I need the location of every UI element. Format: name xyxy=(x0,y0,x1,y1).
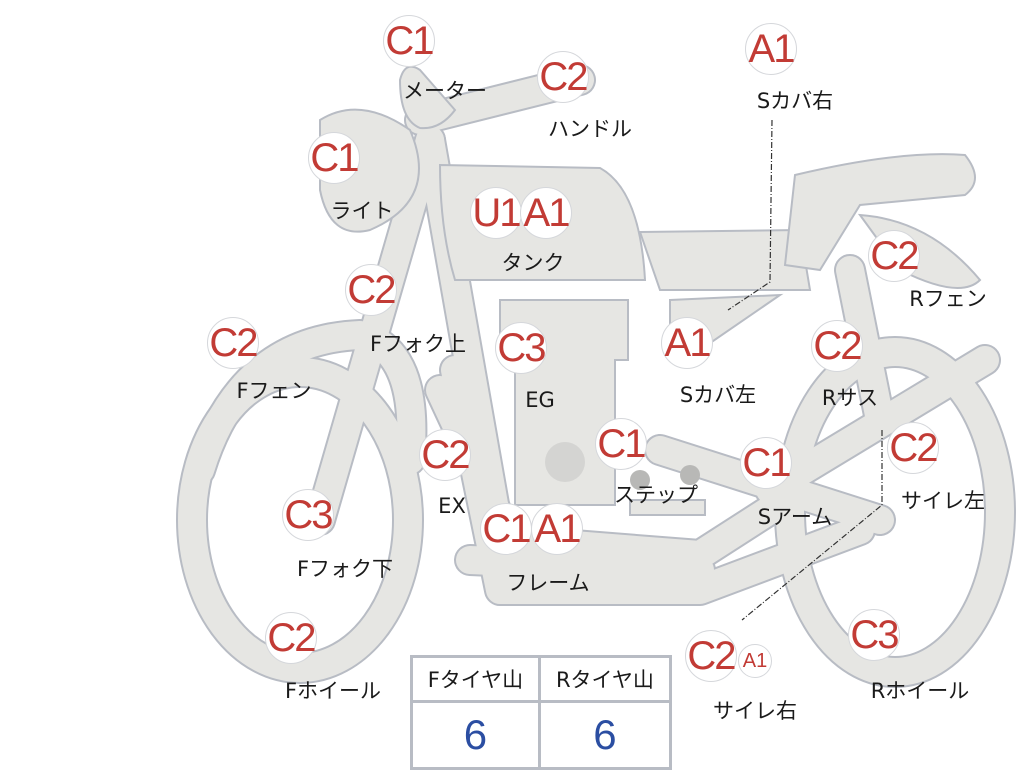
grade-badge: C2 xyxy=(887,422,939,474)
part-label: ステップ xyxy=(614,483,698,507)
part-label: EX xyxy=(438,494,466,518)
part-label: タンク xyxy=(501,251,565,275)
part-label: EG xyxy=(525,388,555,412)
part-label: メーター xyxy=(403,79,487,103)
grade-badge: C2 xyxy=(265,612,317,664)
grade-badge: C1 xyxy=(740,437,792,489)
tire-tread-table: Fタイヤ山 Rタイヤ山 6 6 xyxy=(410,655,673,770)
grade-badge: C3 xyxy=(282,489,334,541)
grade-badge: A1 xyxy=(531,503,583,555)
grade-badge: C2 xyxy=(345,264,397,316)
part-label: Fフォク下 xyxy=(296,557,394,581)
grade-badge: C2 xyxy=(868,230,920,282)
grade-badge: C2 xyxy=(419,429,471,481)
part-label: Rサス xyxy=(821,386,879,410)
grade-badge: C1 xyxy=(308,132,360,184)
part-label: サイレ右 xyxy=(713,699,797,723)
grade-badge: A1 xyxy=(745,23,797,75)
grade-badge: C2 xyxy=(811,320,863,372)
grade-badge: C2 xyxy=(685,630,737,682)
part-label: Rフェン xyxy=(909,287,987,311)
part-label: サイレ左 xyxy=(901,489,985,513)
grade-badge: C1 xyxy=(480,503,532,555)
part-label: Sカバ左 xyxy=(679,383,757,407)
part-label: Rホイール xyxy=(870,679,970,703)
rear-tire-value: 6 xyxy=(537,700,673,770)
part-label: Sカバ右 xyxy=(756,89,834,113)
grade-badge: C2 xyxy=(207,317,259,369)
front-tire-value: 6 xyxy=(410,700,541,770)
grade-badge: C3 xyxy=(495,322,547,374)
part-label: ライト xyxy=(330,199,394,223)
front-tire-header: Fタイヤ山 xyxy=(410,655,541,703)
grade-badge: A1 xyxy=(738,644,772,678)
part-label: Fフォク上 xyxy=(369,332,467,356)
part-label: フレーム xyxy=(506,571,590,595)
grade-badge: C1 xyxy=(383,15,435,67)
grade-badge: A1 xyxy=(520,187,572,239)
rear-tire-header: Rタイヤ山 xyxy=(537,655,673,703)
part-label: Fホイール xyxy=(284,679,382,703)
part-label: Sアーム xyxy=(757,505,833,529)
grade-badge: C3 xyxy=(848,609,900,661)
grade-badge: U1 xyxy=(470,187,522,239)
part-label: ハンドル xyxy=(548,117,632,141)
grade-badge: C2 xyxy=(537,51,589,103)
grade-badge: A1 xyxy=(661,317,713,369)
grade-badge: C1 xyxy=(595,418,647,470)
part-label: Fフェン xyxy=(236,379,312,403)
